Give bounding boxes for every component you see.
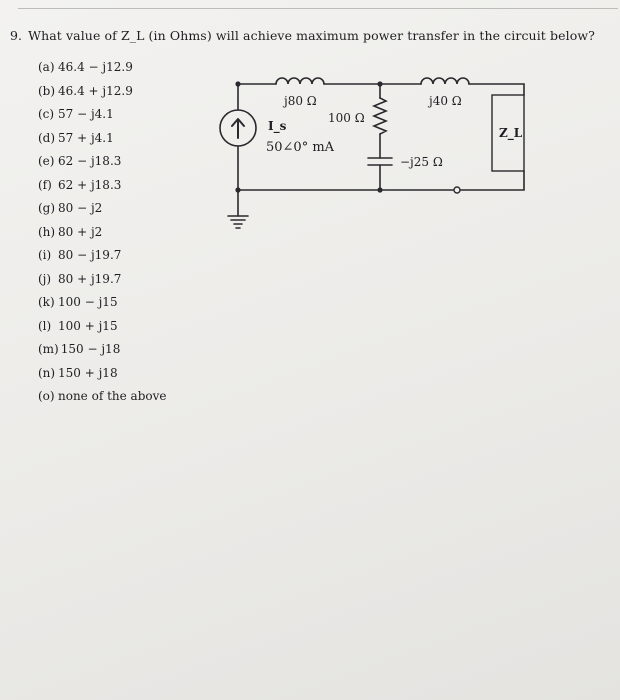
option-label: (n)	[38, 365, 56, 380]
open-terminal	[453, 186, 461, 194]
answer-option: (a)46.4 − j12.9	[38, 58, 167, 82]
option-label: (c)	[38, 107, 55, 121]
option-label: (i)	[38, 248, 52, 262]
question-number: 9.	[10, 28, 23, 43]
wire-top-right	[468, 83, 525, 96]
option-label: (l)	[38, 318, 52, 333]
wire-load-bottom	[457, 170, 525, 191]
option-value: 46.4 + j12.9	[58, 83, 133, 98]
option-value: 80 + j19.7	[58, 271, 122, 286]
load-box	[491, 94, 525, 172]
question-body: What value of Z_L (in Ohms) will achieve…	[28, 28, 595, 43]
answer-options: (a)46.4 − j12.9(b)46.4 + j12.9(c)57 − j4…	[38, 58, 167, 411]
option-value: 150 − j18	[60, 342, 121, 356]
answer-option: (h)80 + j2	[38, 223, 167, 247]
label-source-value: 50∠0° mA	[266, 140, 335, 155]
inductor-j40-coil	[420, 77, 470, 85]
answer-option: (n)150 + j18	[38, 364, 167, 388]
option-label: (m)	[38, 342, 59, 356]
answer-option: (j) 80 + j19.7	[38, 270, 167, 294]
option-value: 57 + j4.1	[58, 130, 114, 145]
option-label: (j)	[38, 271, 52, 286]
option-value: 62 + j18.3	[58, 177, 122, 192]
option-label: (k)	[38, 295, 55, 309]
option-value: none of the above	[58, 389, 167, 403]
answer-option: (i) 80 − j19.7	[38, 246, 167, 270]
option-label: (f)	[38, 177, 52, 192]
current-source-circle	[219, 109, 257, 147]
current-source-arrow-icon	[231, 118, 245, 139]
option-value: 80 − j2	[58, 201, 103, 215]
answer-option: (g)80 − j2	[38, 199, 167, 223]
option-value: 100 + j15	[58, 318, 118, 333]
node-bottom-left	[235, 187, 241, 193]
answer-option: (f) 62 + j18.3	[38, 176, 167, 200]
answer-option: (m)150 − j18	[38, 340, 167, 364]
answer-option: (l) 100 + j15	[38, 317, 167, 341]
option-value: 100 − j15	[58, 295, 118, 309]
label-j40: j40 Ω	[427, 94, 462, 108]
inductor-j80-coil	[275, 77, 325, 85]
option-label: (o)	[38, 389, 55, 403]
resistor-100-zigzag	[371, 97, 389, 135]
answer-option: (o)none of the above	[38, 387, 167, 411]
option-value: 62 − j18.3	[58, 154, 122, 168]
top-divider	[18, 8, 618, 9]
answer-option: (e)62 − j18.3	[38, 152, 167, 176]
option-label: (g)	[38, 201, 56, 215]
label-load: Z_L	[499, 126, 523, 141]
option-label: (e)	[38, 154, 55, 168]
option-value: 80 + j2	[58, 224, 103, 239]
answer-option: (b)46.4 + j12.9	[38, 82, 167, 106]
option-value: 150 + j18	[58, 365, 118, 380]
option-label: (h)	[38, 224, 56, 239]
option-label: (d)	[38, 130, 56, 145]
option-value: 46.4 − j12.9	[58, 60, 133, 74]
label-capacitor: −j25 Ω	[400, 155, 443, 169]
node-top-mid	[377, 81, 383, 87]
option-label: (b)	[38, 83, 56, 98]
answer-option: (d)57 + j4.1	[38, 129, 167, 153]
option-value: 57 − j4.1	[58, 107, 114, 121]
label-j80: j80 Ω	[282, 94, 317, 108]
label-100-ohm: 100 Ω	[328, 111, 365, 125]
answer-option: (k)100 − j15	[38, 293, 167, 317]
node-bottom-mid	[377, 187, 383, 193]
label-source-symbol: I_s	[268, 119, 287, 134]
option-label: (a)	[38, 60, 55, 74]
option-value: 80 − j19.7	[58, 248, 122, 262]
ground-lines	[227, 215, 249, 229]
node-top-left	[235, 81, 241, 87]
question-text: 9. What value of Z_L (in Ohms) will achie…	[10, 28, 610, 43]
answer-option: (c)57 − j4.1	[38, 105, 167, 129]
